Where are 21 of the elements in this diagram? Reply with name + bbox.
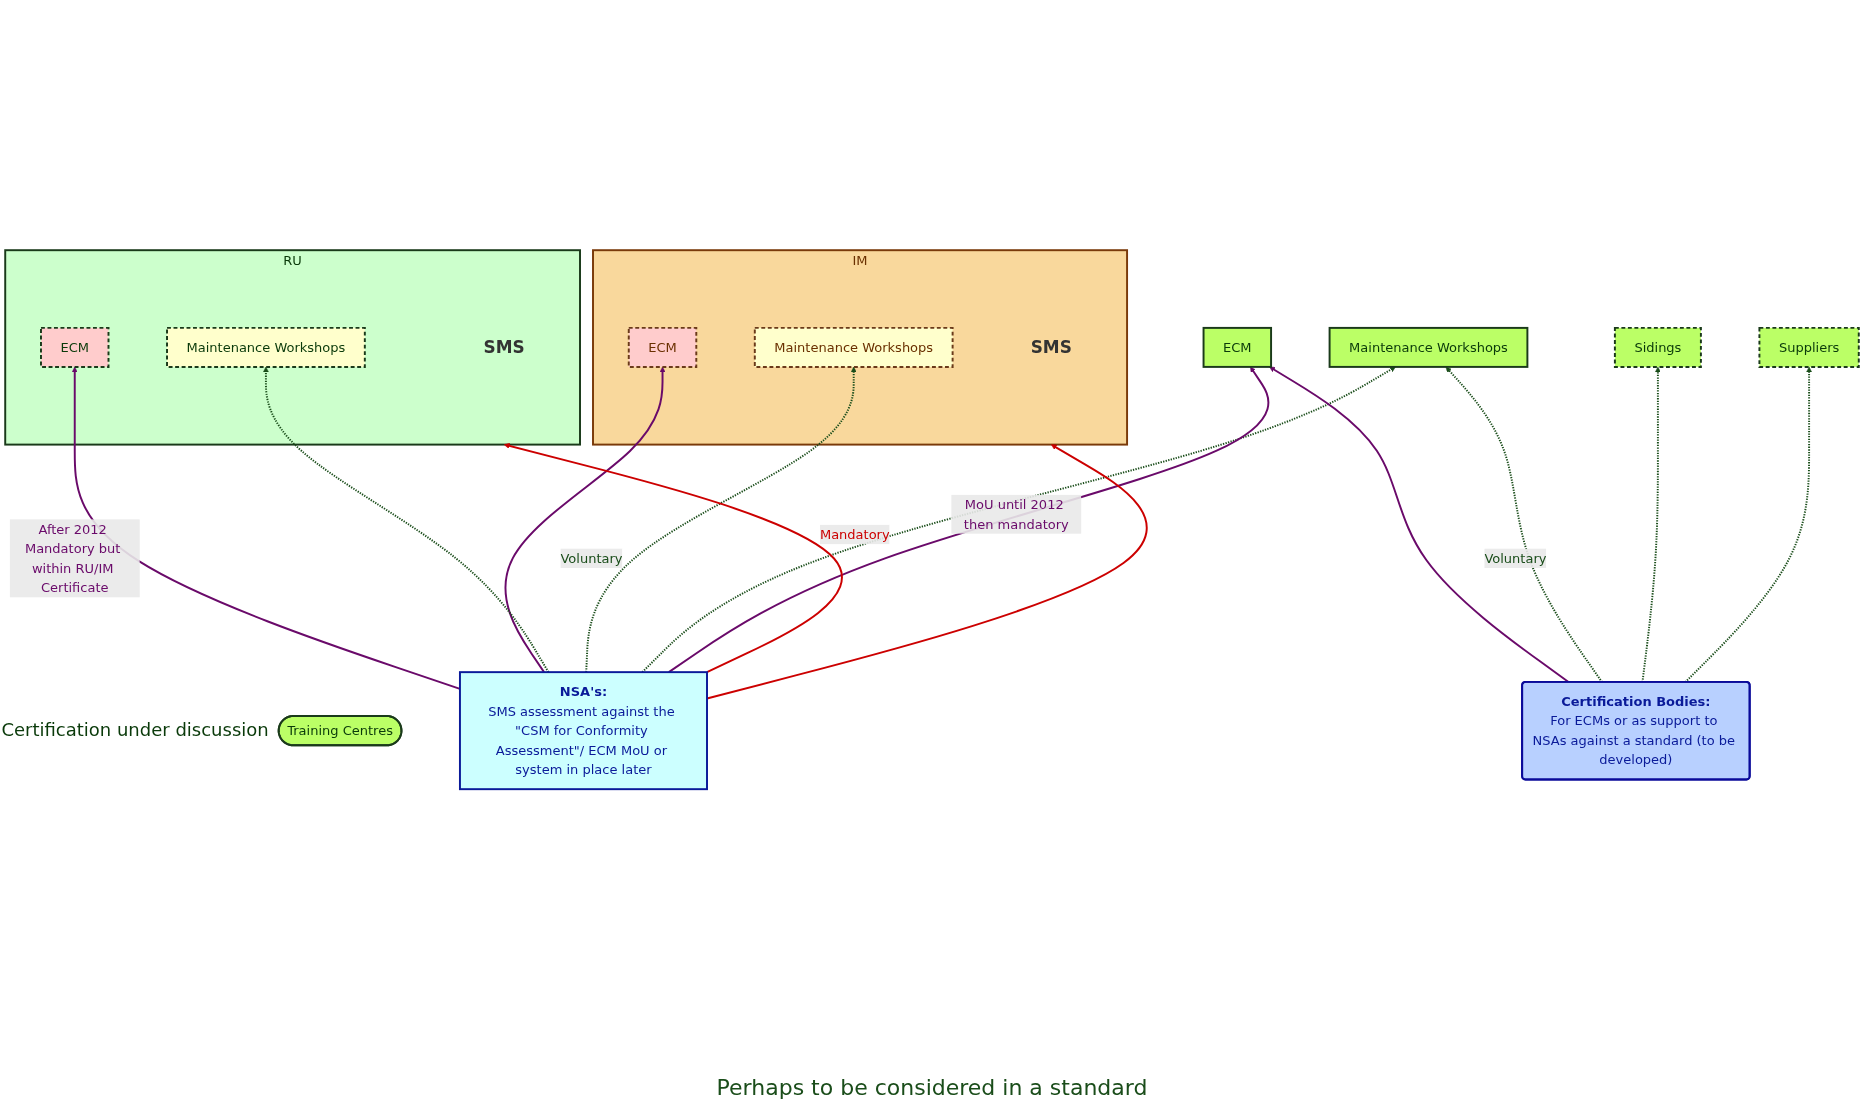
edge-label: Voluntary — [560, 550, 623, 567]
arrow — [667, 366, 1270, 674]
arrow — [1684, 366, 1812, 684]
edge-label: Mandatory — [819, 527, 890, 543]
node-box: ECM — [40, 327, 110, 369]
node-box: NSA's: SMS assessment against the "CSM for Conformity Assessment"/ ECM MoU or system in place later — [458, 671, 708, 791]
node-box: ECM — [1202, 327, 1273, 369]
edge-label: MoU until 2012 then mandatory — [963, 496, 1069, 533]
node-box: ECM — [627, 327, 698, 369]
arrow — [503, 443, 843, 674]
arrow — [1269, 366, 1570, 684]
node-box: Maintenance Workshops — [166, 327, 366, 369]
side-note: Certification under discussion — [1, 718, 269, 740]
note-text: Perhaps to be considered in a standard — [716, 1075, 1148, 1100]
node-box: Maintenance Workshops — [1328, 327, 1529, 369]
node-box: Sidings — [1613, 327, 1702, 369]
node-box: Suppliers — [1758, 327, 1860, 369]
node-box: Maintenance Workshops — [753, 327, 954, 369]
edge-label: After 2012 Mandatory but within RU/IM Certificate — [24, 521, 121, 596]
edge-label: Voluntary — [1484, 550, 1547, 567]
arrow — [504, 366, 666, 674]
